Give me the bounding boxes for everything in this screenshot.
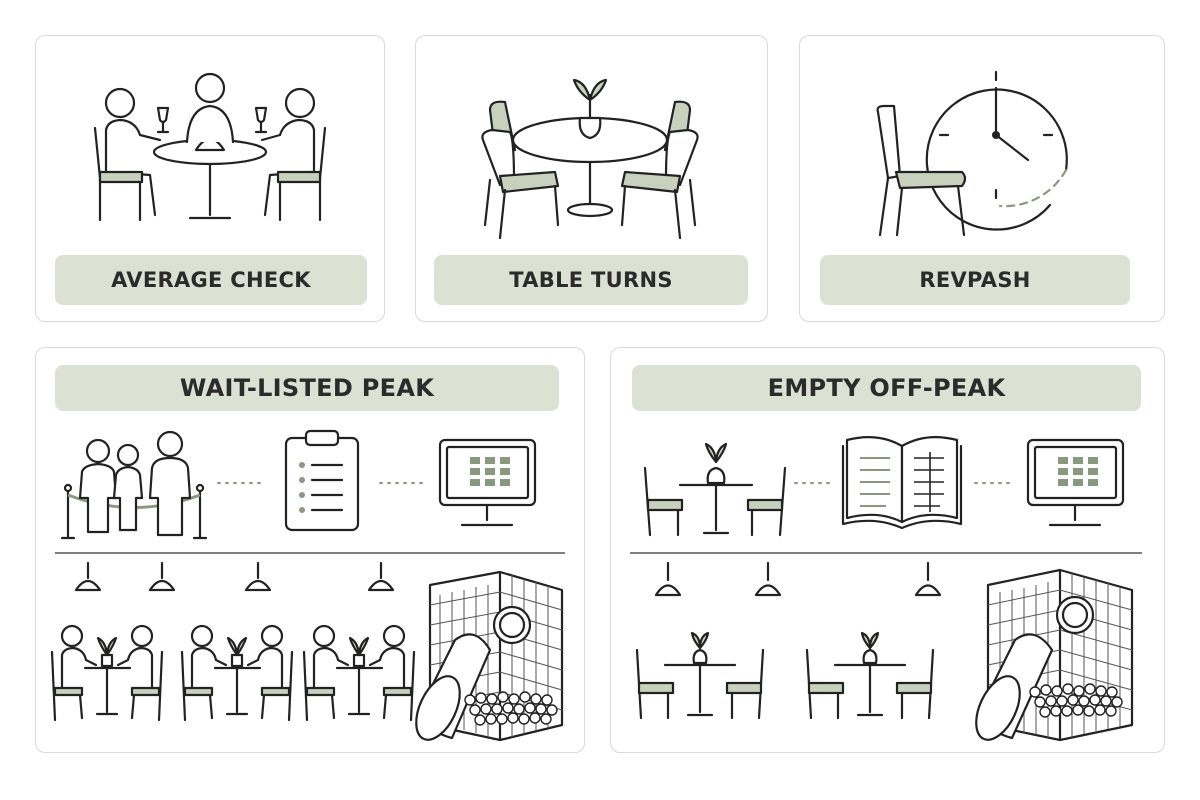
wait-listed-peak-label: WAIT-LISTED PEAK: [55, 365, 559, 411]
revpash-label: REVPASH: [820, 255, 1130, 305]
average-check-label: AVERAGE CHECK: [55, 255, 367, 305]
table-turns-label: TABLE TURNS: [434, 255, 748, 305]
empty-off-peak-label: EMPTY OFF-PEAK: [632, 365, 1141, 411]
